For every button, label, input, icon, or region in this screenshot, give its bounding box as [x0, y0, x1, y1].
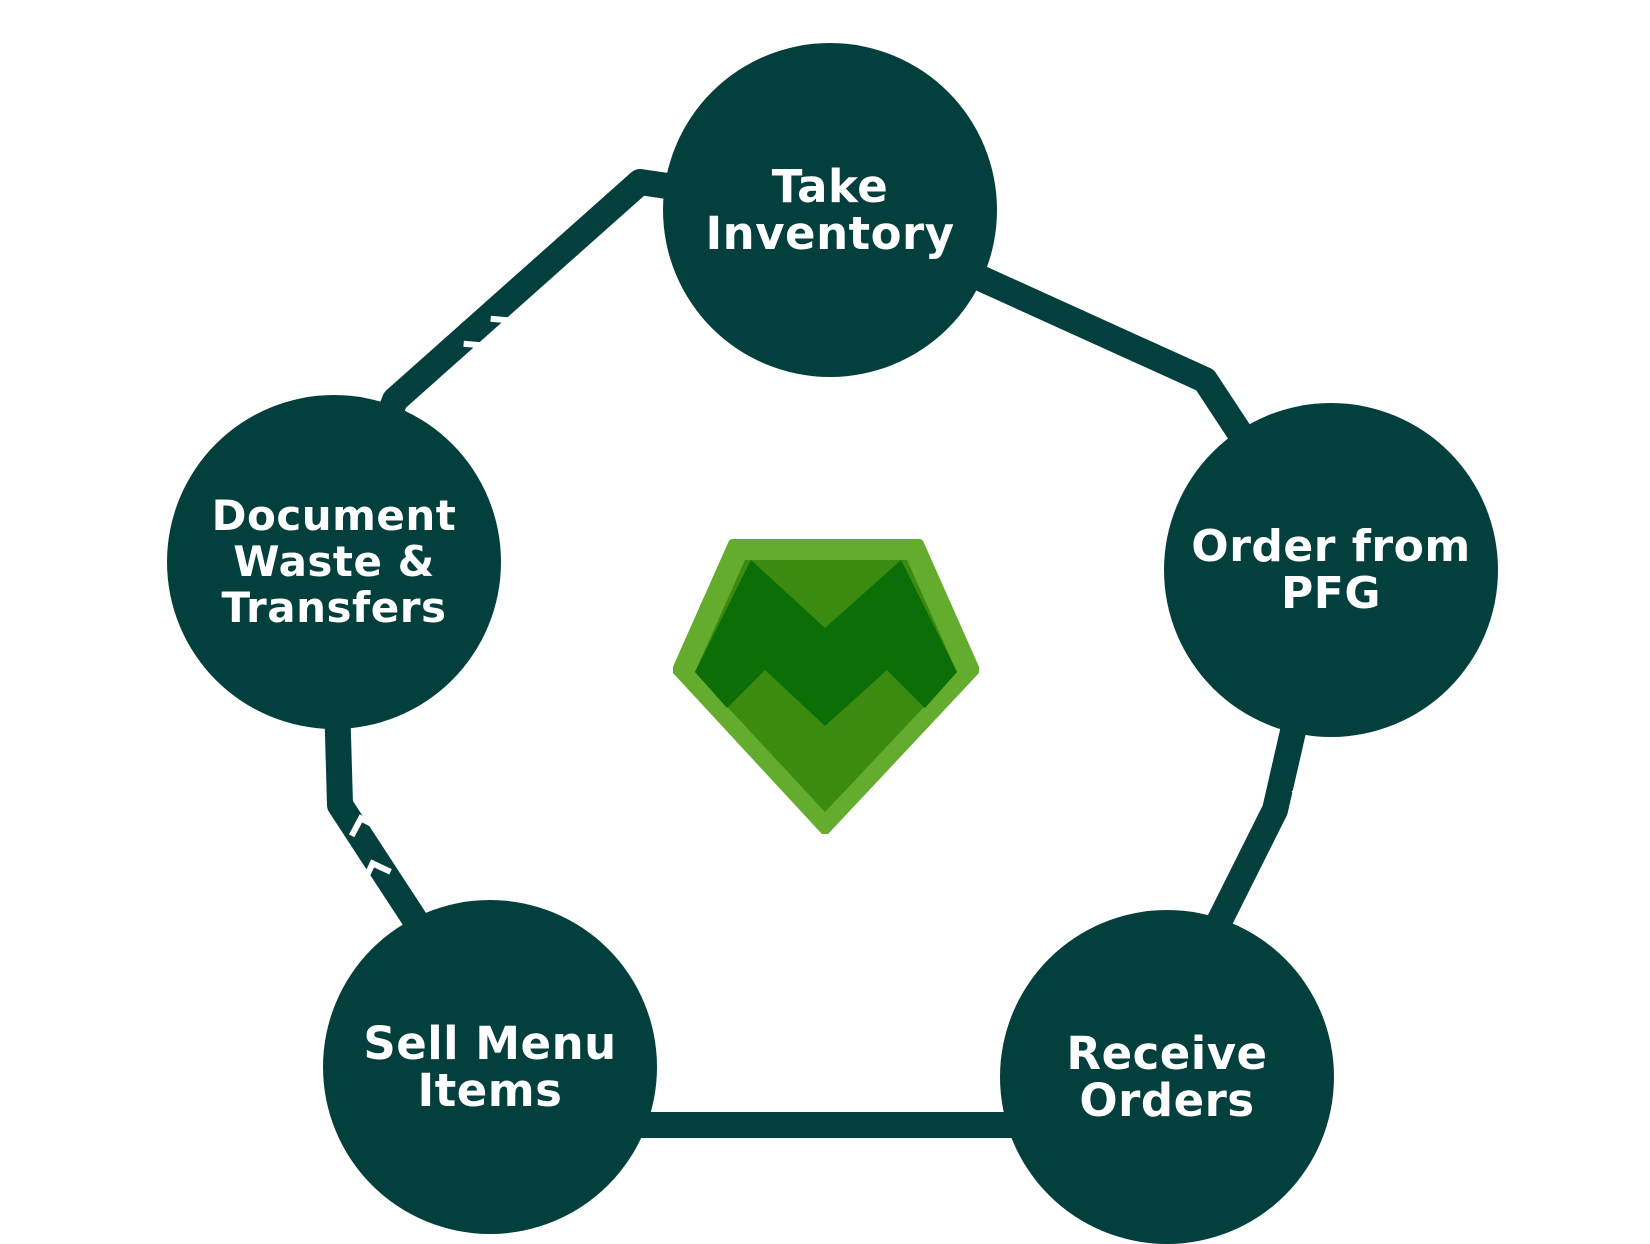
chevron-arrow-icon: [463, 340, 487, 366]
direction-chevrons: [349, 245, 1323, 1183]
chevron-arrow-icon: [1279, 832, 1310, 856]
step-label-receive-orders: Receive Orders: [1066, 1027, 1268, 1127]
chevron-arrow-icon: [349, 814, 380, 838]
chevron-arrow-icon: [1115, 245, 1140, 273]
step-label-document-waste: Document Waste & Transfers: [211, 491, 457, 632]
step-label-order-from-pfg: Order from PFG: [1191, 521, 1471, 619]
chevron-arrow-icon: [1153, 281, 1177, 306]
step-node-sell-menu-items: Sell Menu Items: [323, 900, 657, 1234]
logo-m-letter: [695, 560, 957, 726]
step-label-take-inventory: Take Inventory: [705, 160, 955, 260]
chevron-arrow-icon: [798, 1149, 820, 1183]
chevron-arrow-icon: [830, 1149, 852, 1183]
chevron-arrow-icon: [1291, 788, 1323, 811]
chevron-arrow-icon: [361, 859, 392, 883]
step-node-take-inventory: Take Inventory: [663, 43, 997, 377]
step-node-receive-orders: Receive Orders: [1000, 910, 1334, 1244]
step-node-document-waste: Document Waste & Transfers: [167, 395, 501, 729]
m-shield-logo-icon: [673, 539, 979, 834]
step-label-sell-menu-items: Sell Menu Items: [363, 1017, 617, 1117]
step-node-order-from-pfg: Order from PFG: [1164, 403, 1498, 737]
chevron-arrow-icon: [490, 315, 514, 341]
